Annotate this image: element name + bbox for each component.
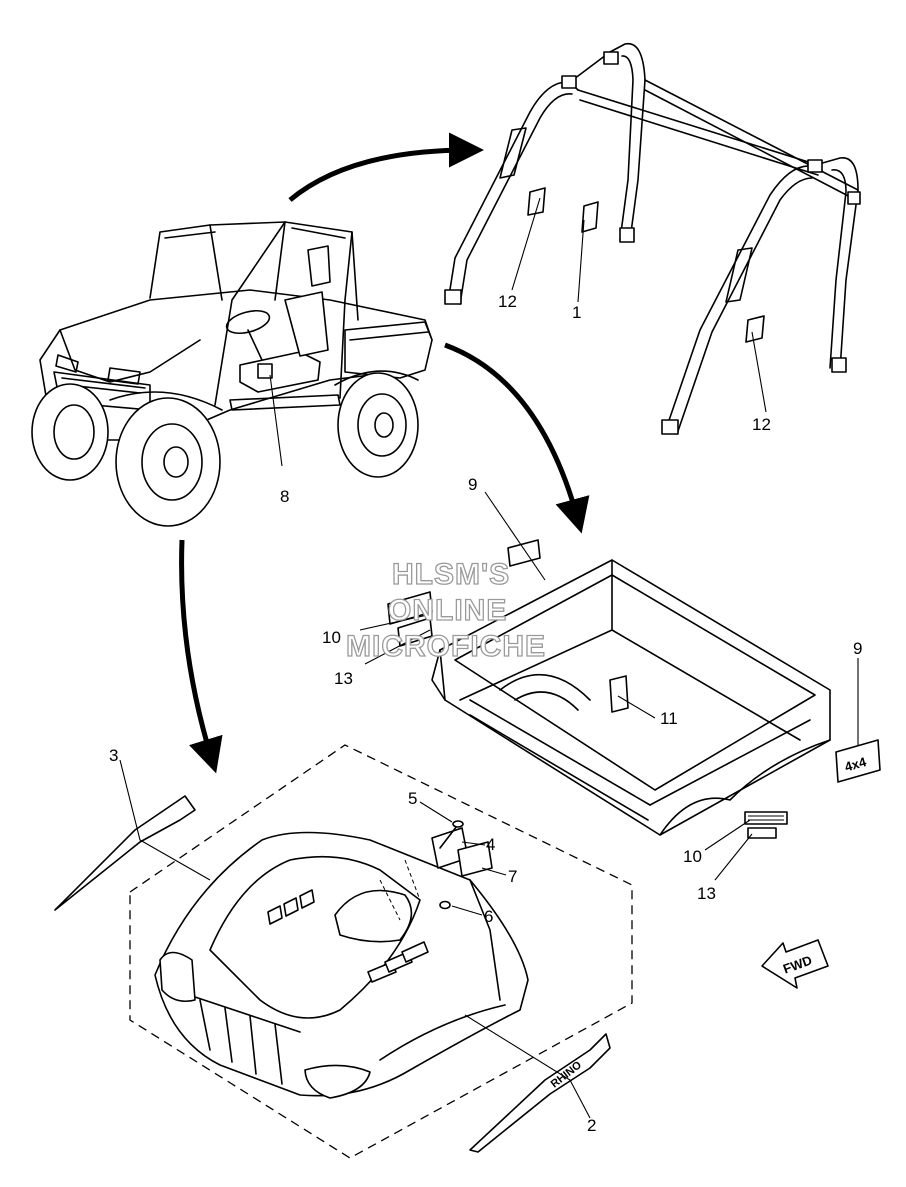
four-by-four-decal-text: 4x4	[843, 754, 869, 775]
callout-11: 11	[660, 709, 678, 728]
callout-9-right: 9	[853, 639, 862, 658]
vehicle-overview	[31, 221, 433, 527]
bed-left-decals	[387, 539, 541, 647]
arrow-left-icon	[761, 939, 829, 989]
watermark: HLSM'S ONLINE MICROFICHE	[345, 557, 546, 663]
callout-6: 6	[484, 907, 493, 926]
forward-direction-badge: FWD	[761, 939, 829, 989]
watermark-line-2: ONLINE	[388, 594, 507, 627]
callout-7: 7	[508, 867, 517, 886]
callout-2: 2	[587, 1116, 596, 1135]
callout-12-right: 12	[752, 415, 771, 434]
leader-lines	[119, 197, 859, 1119]
arrow-to-cargo-bed	[444, 342, 590, 534]
stripe-decal	[54, 795, 196, 911]
callout-8: 8	[280, 487, 289, 506]
roll-cage	[444, 42, 861, 435]
callout-4: 4	[486, 835, 495, 854]
callout-1: 1	[572, 303, 581, 322]
callout-12-left: 12	[498, 292, 517, 311]
four-by-four-decal: 4x4	[835, 739, 881, 783]
watermark-line-3: MICROFICHE	[346, 630, 546, 663]
hood-assembly	[129, 744, 633, 1159]
callout-13-left: 13	[334, 669, 353, 688]
callout-5: 5	[408, 789, 417, 808]
callout-numbers: 8 12 1 12 9 10 13 11 9 10 13 3 5 4 7 6 2	[109, 292, 862, 1135]
arrow-to-hood	[179, 539, 223, 774]
watermark-line-1: HLSM'S	[392, 558, 510, 591]
callout-10-left: 10	[322, 628, 341, 647]
callout-9-left: 9	[468, 475, 477, 494]
arrow-to-roll-cage	[288, 132, 484, 202]
callout-3: 3	[109, 746, 118, 765]
callout-13-right: 13	[697, 884, 716, 903]
cargo-bed	[431, 559, 831, 839]
callout-10-right: 10	[683, 847, 702, 866]
